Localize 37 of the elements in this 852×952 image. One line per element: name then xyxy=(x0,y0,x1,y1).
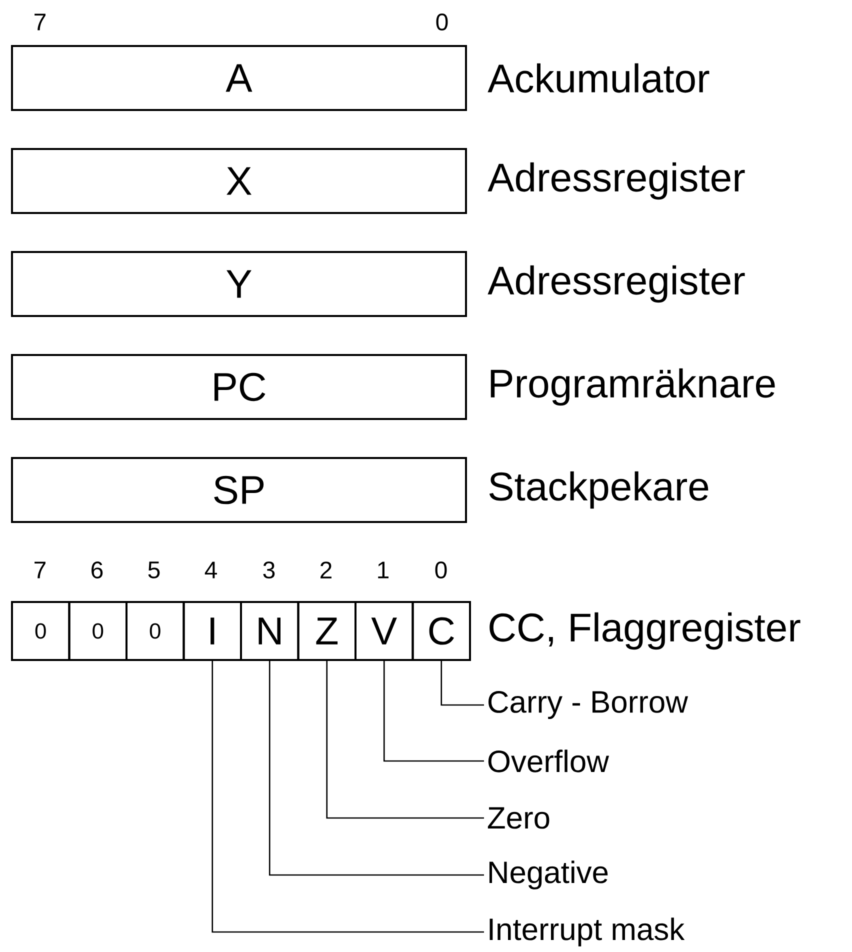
register-box: SP xyxy=(11,457,467,523)
leader-line xyxy=(326,661,484,819)
flag-description: Interrupt mask xyxy=(490,918,685,946)
flag-description: Carry - Borrow xyxy=(488,691,688,720)
flag-cell: 0 xyxy=(11,601,70,661)
bit-number: 3 xyxy=(263,562,275,578)
register-description: CC, Flaggregister xyxy=(490,612,800,650)
bit-number: 2 xyxy=(320,562,332,578)
register-box: X xyxy=(11,148,467,214)
flag-description: Negative xyxy=(489,860,608,890)
register-box: A xyxy=(11,45,467,111)
bit-number: 0 xyxy=(435,562,447,578)
register-box: Y xyxy=(11,251,467,317)
flag-cell: 0 xyxy=(126,601,185,661)
register-description: Stackpekare xyxy=(489,471,708,509)
register-box: PC xyxy=(11,354,467,420)
flag-cell: V xyxy=(354,601,414,661)
bit-number: 6 xyxy=(92,562,103,578)
register-description: Programräknare xyxy=(490,368,775,406)
flag-description: Zero xyxy=(488,807,550,829)
leader-line xyxy=(268,661,484,876)
leader-line xyxy=(383,661,484,762)
bit-number: 1 xyxy=(378,562,388,578)
bit-number: 5 xyxy=(148,562,160,578)
bit-number: 7 xyxy=(34,562,46,578)
flag-cell: 0 xyxy=(68,601,128,661)
flag-cell: C xyxy=(412,601,471,661)
register-description: Ackumulator xyxy=(488,63,710,93)
flag-cell: Z xyxy=(297,601,356,661)
flag-description: Overflow xyxy=(488,750,610,772)
flag-cell: N xyxy=(240,601,300,661)
leader-line xyxy=(212,661,484,933)
bit-number: 4 xyxy=(204,562,217,578)
leader-line xyxy=(440,661,484,706)
register-description: Adressregister xyxy=(488,265,745,303)
flag-cell: I xyxy=(182,601,242,661)
register-description: Adressregister xyxy=(488,162,745,200)
